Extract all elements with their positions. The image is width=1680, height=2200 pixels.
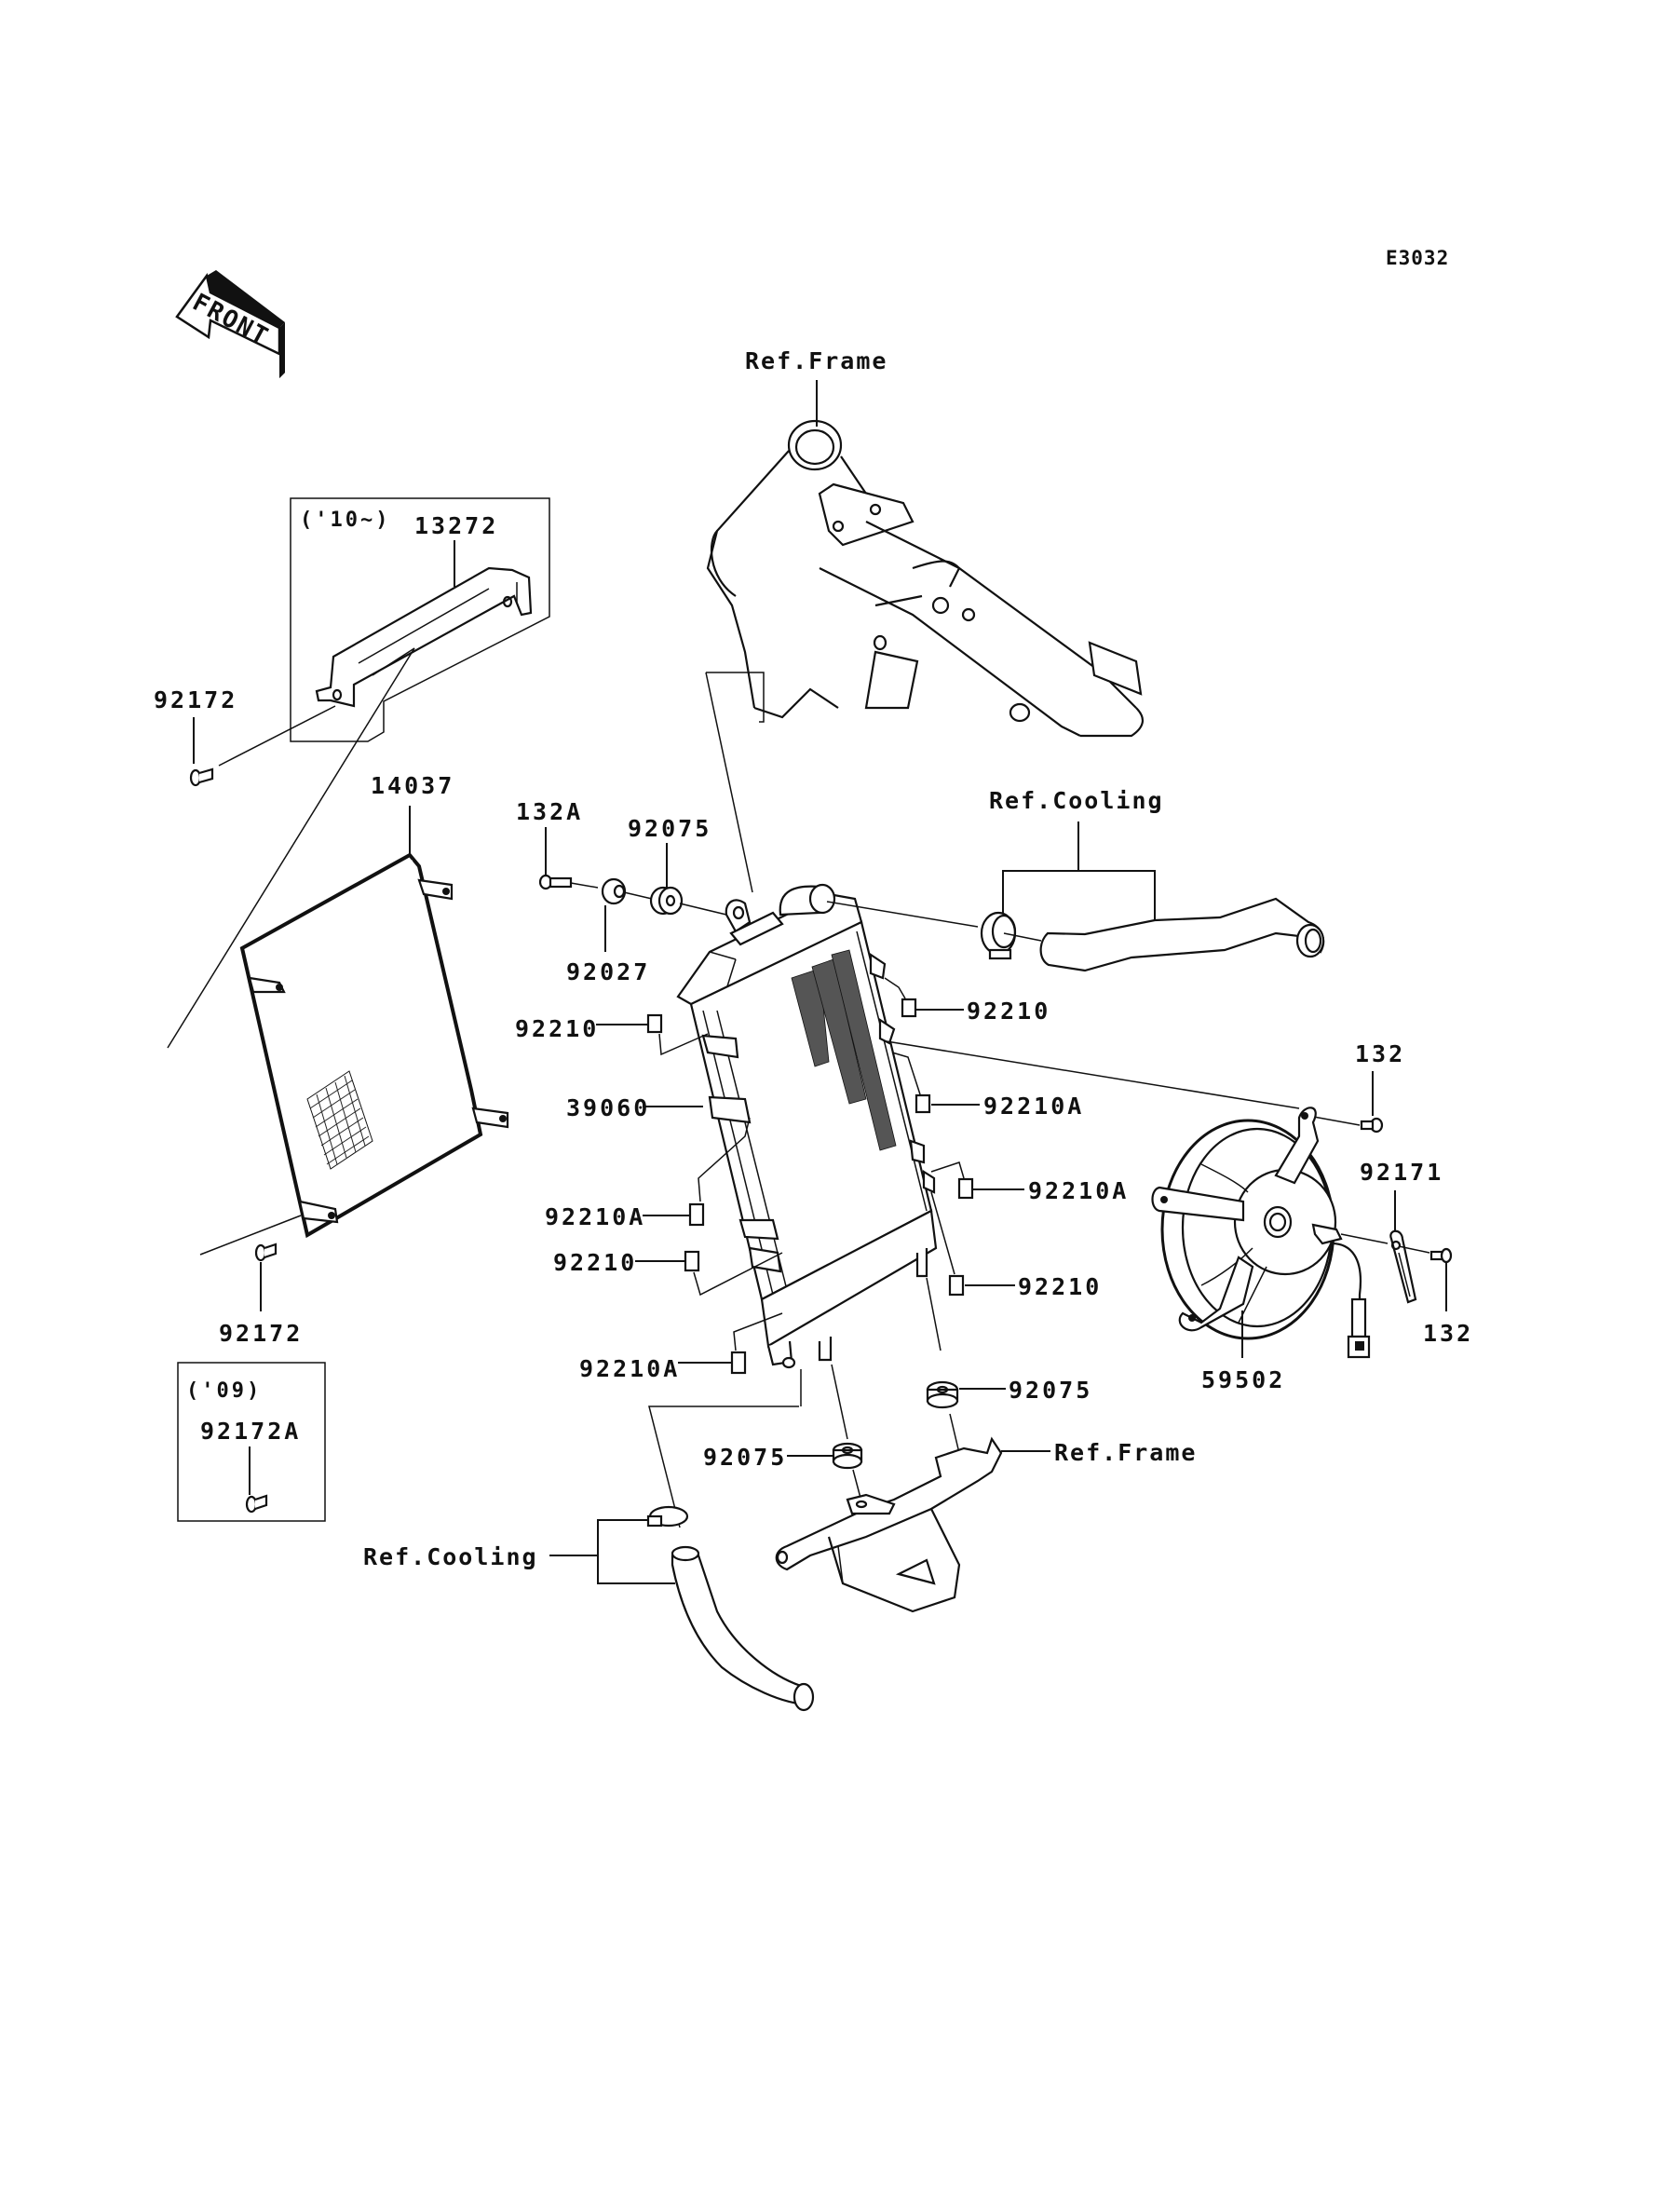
callout-92171[interactable]: 92171 <box>1360 1159 1443 1186</box>
radiator-39060 <box>676 883 938 1369</box>
callout-92075-low[interactable]: 92075 <box>703 1444 787 1471</box>
clip-92210A-left-bottom <box>730 1351 747 1375</box>
ref-cooling-top-label: Ref.Cooling <box>989 787 1164 814</box>
clip-92210A-right-low <box>957 1177 974 1200</box>
callout-92210A-left-mid[interactable]: 92210A <box>545 1203 645 1230</box>
screw-92172-top <box>189 767 214 787</box>
callout-59502[interactable]: 59502 <box>1201 1366 1285 1393</box>
radiator-screen-14037 <box>239 852 509 1239</box>
year-box-2009: ('09) 92172A <box>177 1362 326 1522</box>
hose-clamp-top <box>980 911 1017 960</box>
callout-92027[interactable]: 92027 <box>566 958 650 985</box>
callout-92172-top[interactable]: 92172 <box>154 686 237 713</box>
mesh-patch <box>306 1070 373 1170</box>
clip-92210-left-low <box>684 1250 700 1272</box>
callout-92210-left-top[interactable]: 92210 <box>515 1015 599 1042</box>
grommet-92075-right <box>926 1380 959 1409</box>
callout-92172A[interactable]: 92172A <box>200 1418 301 1445</box>
year-box-2009-label: ('09) <box>186 1379 262 1403</box>
callout-92210A-right-low[interactable]: 92210A <box>1028 1177 1129 1204</box>
callout-92210A-left-bottom[interactable]: 92210A <box>579 1355 680 1382</box>
screw-92172A <box>245 1495 258 1514</box>
clip-92210-right-bottom <box>948 1274 965 1297</box>
callout-39060[interactable]: 39060 <box>566 1094 650 1121</box>
radiator-fins <box>791 949 897 1151</box>
callout-92075-right[interactable]: 92075 <box>1009 1377 1092 1404</box>
callout-92172-bottom[interactable]: 92172 <box>219 1320 303 1347</box>
hose-bottom <box>671 1545 815 1712</box>
screw-92172-bottom <box>254 1243 278 1262</box>
bolt-132-bottom <box>1429 1247 1453 1264</box>
hose-top <box>1039 897 1325 972</box>
bracket-13272 <box>315 566 533 708</box>
callout-92210-right-bottom[interactable]: 92210 <box>1018 1273 1102 1300</box>
bolt-132-top <box>1360 1117 1384 1134</box>
callout-92210-right-top[interactable]: 92210 <box>967 998 1050 1025</box>
callout-92210-left-low[interactable]: 92210 <box>553 1249 637 1276</box>
grommet-92075-top <box>649 886 684 916</box>
year-box-2010: ('10~) <box>290 497 550 742</box>
grommet-92075-low <box>832 1442 863 1470</box>
ref-cooling-bottom-label: Ref.Cooling <box>363 1543 538 1570</box>
clip-92210A-left-mid <box>688 1202 705 1227</box>
callout-132-bottom[interactable]: 132 <box>1423 1320 1473 1347</box>
clip-92210A-right-mid <box>915 1093 931 1114</box>
diagram-code: E3032 <box>1386 247 1449 269</box>
clip-92210-left-top <box>646 1013 663 1034</box>
frame-drawing-top <box>706 419 1144 738</box>
hose-clamp-bottom <box>646 1505 689 1528</box>
front-arrow-icon: FRONT <box>175 270 285 378</box>
callout-14037[interactable]: 14037 <box>371 772 454 799</box>
bolt-132A <box>538 874 573 890</box>
frame-drawing-bottom <box>775 1436 1003 1613</box>
ref-frame-bottom-label: Ref.Frame <box>1054 1439 1197 1466</box>
callout-92075-top[interactable]: 92075 <box>628 815 711 842</box>
callout-132A[interactable]: 132A <box>516 798 583 825</box>
callout-132-top[interactable]: 132 <box>1355 1040 1405 1067</box>
callout-92210A-right-mid[interactable]: 92210A <box>983 1093 1084 1120</box>
ref-frame-top-label: Ref.Frame <box>745 347 887 374</box>
year-box-2010-label: ('10~) <box>300 509 390 532</box>
clip-92210-right-top <box>901 998 917 1018</box>
clamp-92171 <box>1389 1229 1417 1304</box>
washer-92027 <box>601 877 627 905</box>
cooling-fan-59502 <box>1151 1107 1371 1359</box>
callout-13272[interactable]: 13272 <box>414 512 498 539</box>
